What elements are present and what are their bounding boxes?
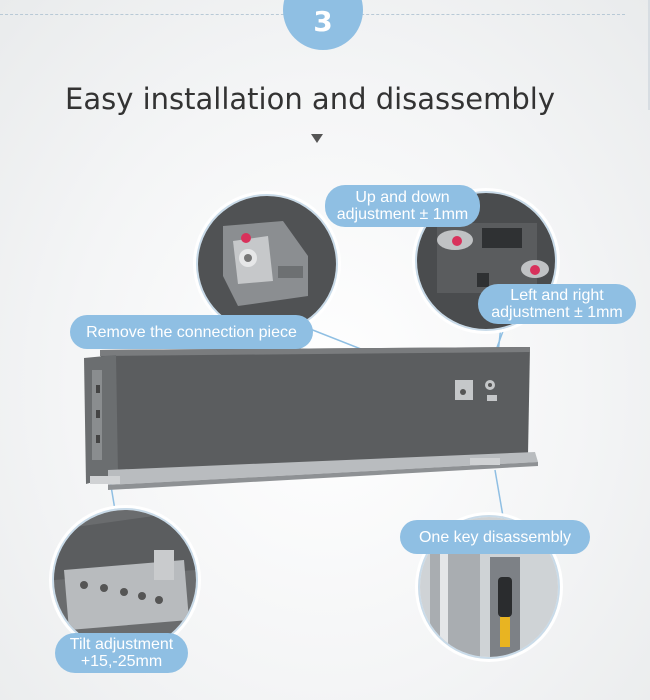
slide-rail <box>108 452 538 485</box>
marker-dot <box>241 233 251 243</box>
label-one-key-disassembly: One key disassembly <box>400 520 590 554</box>
label-remove-connection-piece: Remove the connection piece <box>70 315 313 349</box>
right-edge-line <box>648 0 650 110</box>
label-tilt-adjustment: Tilt adjustment +15,-25mm <box>55 633 188 673</box>
marker-dot <box>452 236 462 246</box>
drawer-side-panel <box>100 347 530 470</box>
label-left-right-adjustment: Left and right adjustment ± 1mm <box>478 284 636 324</box>
callout-connection-piece <box>196 194 338 334</box>
callout-tilt-adjustment <box>52 508 198 652</box>
step-number: 3 <box>313 5 333 38</box>
marker-dot <box>530 265 540 275</box>
page-title: Easy installation and disassembly <box>65 82 555 116</box>
down-arrow-icon <box>311 134 323 143</box>
label-up-down-adjustment: Up and down adjustment ± 1mm <box>325 185 480 227</box>
